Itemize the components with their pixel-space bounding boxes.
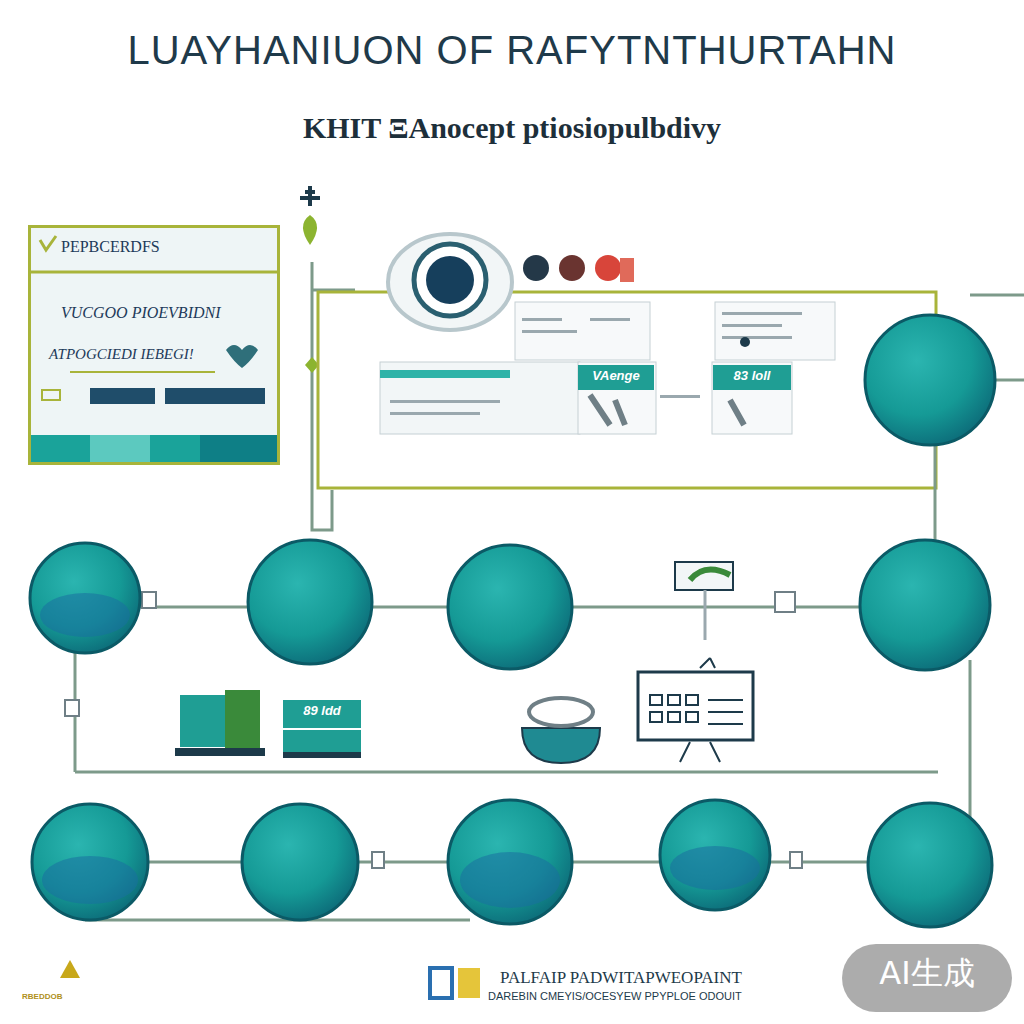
- calendar-icon: [638, 672, 753, 740]
- tool-icon: [590, 395, 744, 425]
- node-text: 83 loll: [713, 369, 791, 384]
- doc-card: [380, 362, 580, 434]
- node-text: VAenge: [578, 369, 654, 384]
- diagram-title: LUAYHANIUON OF RAFYTNTHURTAHN: [62, 28, 962, 73]
- plant-icon: [690, 570, 730, 580]
- teal-circle: [30, 315, 995, 927]
- value-card: 83 loll: [713, 365, 791, 390]
- logo-icon: [430, 968, 452, 998]
- check-mark: [40, 236, 56, 250]
- dot: [740, 337, 750, 347]
- calendar-lines: [680, 658, 743, 762]
- dot: [523, 255, 549, 281]
- eye-pupil: [426, 256, 474, 304]
- plant-icon: [225, 690, 260, 750]
- watermark: AI生成: [842, 954, 1012, 992]
- dot: [620, 258, 634, 282]
- heart-icon: [226, 345, 258, 368]
- leaf-icon: [303, 215, 317, 245]
- board-icon: [675, 562, 733, 590]
- pin-icon: [300, 186, 320, 206]
- calendar-cells: [650, 695, 698, 722]
- node-text: VUCGOO PIOEVBIDNI: [61, 304, 276, 322]
- eye-icon: [388, 234, 512, 330]
- circle-shade: [40, 593, 760, 908]
- bowl-icon: [522, 728, 600, 763]
- panel-rule: [30, 271, 278, 274]
- node-text: 89 ldd: [283, 704, 361, 719]
- panel-band: [200, 435, 278, 463]
- text-panel: PEPBCERDFS VUCGOO PIOEVBIDNI ATPOGCIEDI IE…: [28, 225, 280, 465]
- doc-card: [515, 302, 650, 360]
- doc-card: [715, 302, 835, 360]
- wire: [312, 262, 332, 530]
- footer-text: PALFAIP PADWITAPWEOPAINT: [500, 968, 860, 988]
- small-box: [42, 390, 60, 400]
- subtitle: KHIT ΞAnocept ptiosiopulbdivy: [162, 110, 862, 146]
- value-card: 89 ldd: [283, 700, 361, 728]
- dot: [595, 255, 621, 281]
- logo-icon: [458, 968, 480, 998]
- panel-fill: [28, 225, 280, 465]
- bar: [90, 388, 155, 404]
- watermark-pill: [842, 944, 1012, 1012]
- footer-text: DAREBIN CMEYIS/OCESYEW PPYPLOE ODOUIT: [488, 990, 858, 1003]
- stand: [704, 590, 707, 640]
- node-text: ATPOGCIEDI IEBEGI!: [49, 346, 249, 363]
- panel-rule: [70, 371, 215, 373]
- panel-heading: PEPBCERDFS: [61, 238, 261, 256]
- machine-icon: [283, 730, 361, 754]
- machine-icon: [180, 695, 225, 747]
- panel-band: [30, 435, 278, 463]
- doc-card: [712, 362, 792, 434]
- eye-icon: [414, 244, 486, 316]
- dot: [559, 255, 585, 281]
- base: [175, 748, 265, 756]
- base: [283, 752, 361, 758]
- logo-text: RBEDDOB: [22, 992, 132, 1002]
- bar: [165, 388, 265, 404]
- bowl-icon: [529, 698, 593, 726]
- panel-band: [90, 435, 150, 463]
- value-card: VAenge: [578, 365, 654, 390]
- doc-line: [380, 370, 510, 378]
- logo-icon: [60, 960, 80, 978]
